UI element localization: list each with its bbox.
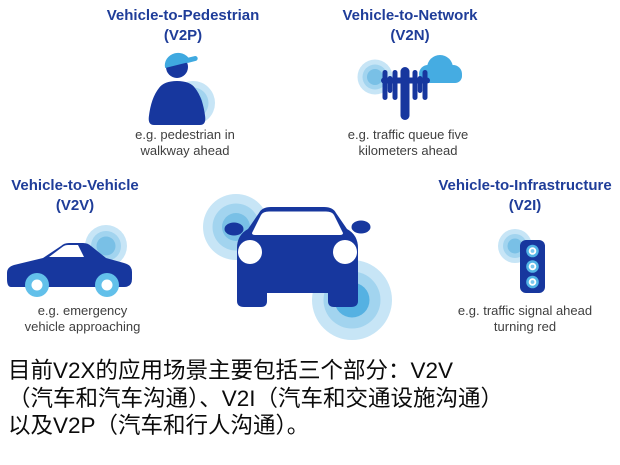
v2v-title: Vehicle-to-Vehicle (V2V) xyxy=(0,176,150,216)
v2p-caption: e.g. pedestrian in walkway ahead xyxy=(110,127,260,158)
v2p-title: Vehicle-to-Pedestrian (V2P) xyxy=(58,6,308,46)
v2v-abbr: (V2V) xyxy=(55,197,95,214)
v2p-abbr: (V2P) xyxy=(163,27,203,44)
traffic-light-lamps xyxy=(526,244,539,289)
description-text: 目前V2X的应用场景主要包括三个部分：V2V （汽车和汽车沟通）、V2I（汽车和… xyxy=(8,357,614,440)
v2p-title-line: Vehicle-to-Pedestrian xyxy=(106,7,260,24)
car-side-icon xyxy=(7,225,132,297)
v2i-title: Vehicle-to-Infrastructure (V2I) xyxy=(430,176,620,216)
v2n-caption-line2: kilometers ahead xyxy=(358,142,458,158)
v2i-abbr: (V2I) xyxy=(508,197,542,214)
antenna-cloud-icon xyxy=(357,55,462,120)
side-mirror-icon xyxy=(224,220,371,236)
cap-icon xyxy=(164,52,198,69)
v2v-caption-line2: vehicle approaching xyxy=(24,318,141,334)
cloud-icon xyxy=(419,55,462,83)
car-front-icon xyxy=(203,194,392,340)
description-line3: 以及V2P（汽车和行人沟通）。 xyxy=(8,413,310,438)
wheel-icon xyxy=(25,273,119,297)
v2n-caption-line1: e.g. traffic queue five xyxy=(347,127,469,142)
v2p-caption-line1: e.g. pedestrian in xyxy=(135,127,235,142)
v2i-caption: e.g. traffic signal ahead turning red xyxy=(445,303,605,334)
pedestrian-icon xyxy=(148,52,215,125)
description-line2: （汽车和汽车沟通）、V2I（汽车和交通设施沟通） xyxy=(8,385,504,411)
v2n-title: Vehicle-to-Network (V2N) xyxy=(285,6,535,46)
antenna-icon xyxy=(381,67,430,120)
v2v-caption: e.g. emergency vehicle approaching xyxy=(5,303,160,334)
v2v-title-line: Vehicle-to-Vehicle xyxy=(11,177,139,194)
v2n-abbr: (V2N) xyxy=(390,27,430,44)
v2n-caption: e.g. traffic queue five kilometers ahead xyxy=(328,127,488,158)
v2p-caption-line2: walkway ahead xyxy=(140,142,230,158)
windshield xyxy=(252,211,343,235)
description-line1: 目前V2X的应用场景主要包括三个部分：V2V xyxy=(8,358,454,383)
v2i-caption-line1: e.g. traffic signal ahead xyxy=(457,303,593,318)
v2n-title-line: Vehicle-to-Network xyxy=(342,7,478,24)
v2i-title-line: Vehicle-to-Infrastructure xyxy=(438,177,612,194)
v2i-caption-line2: turning red xyxy=(493,318,557,334)
traffic-light-icon xyxy=(498,229,545,293)
v2v-caption-line1: e.g. emergency xyxy=(37,303,128,318)
headlight-icon xyxy=(238,240,357,264)
